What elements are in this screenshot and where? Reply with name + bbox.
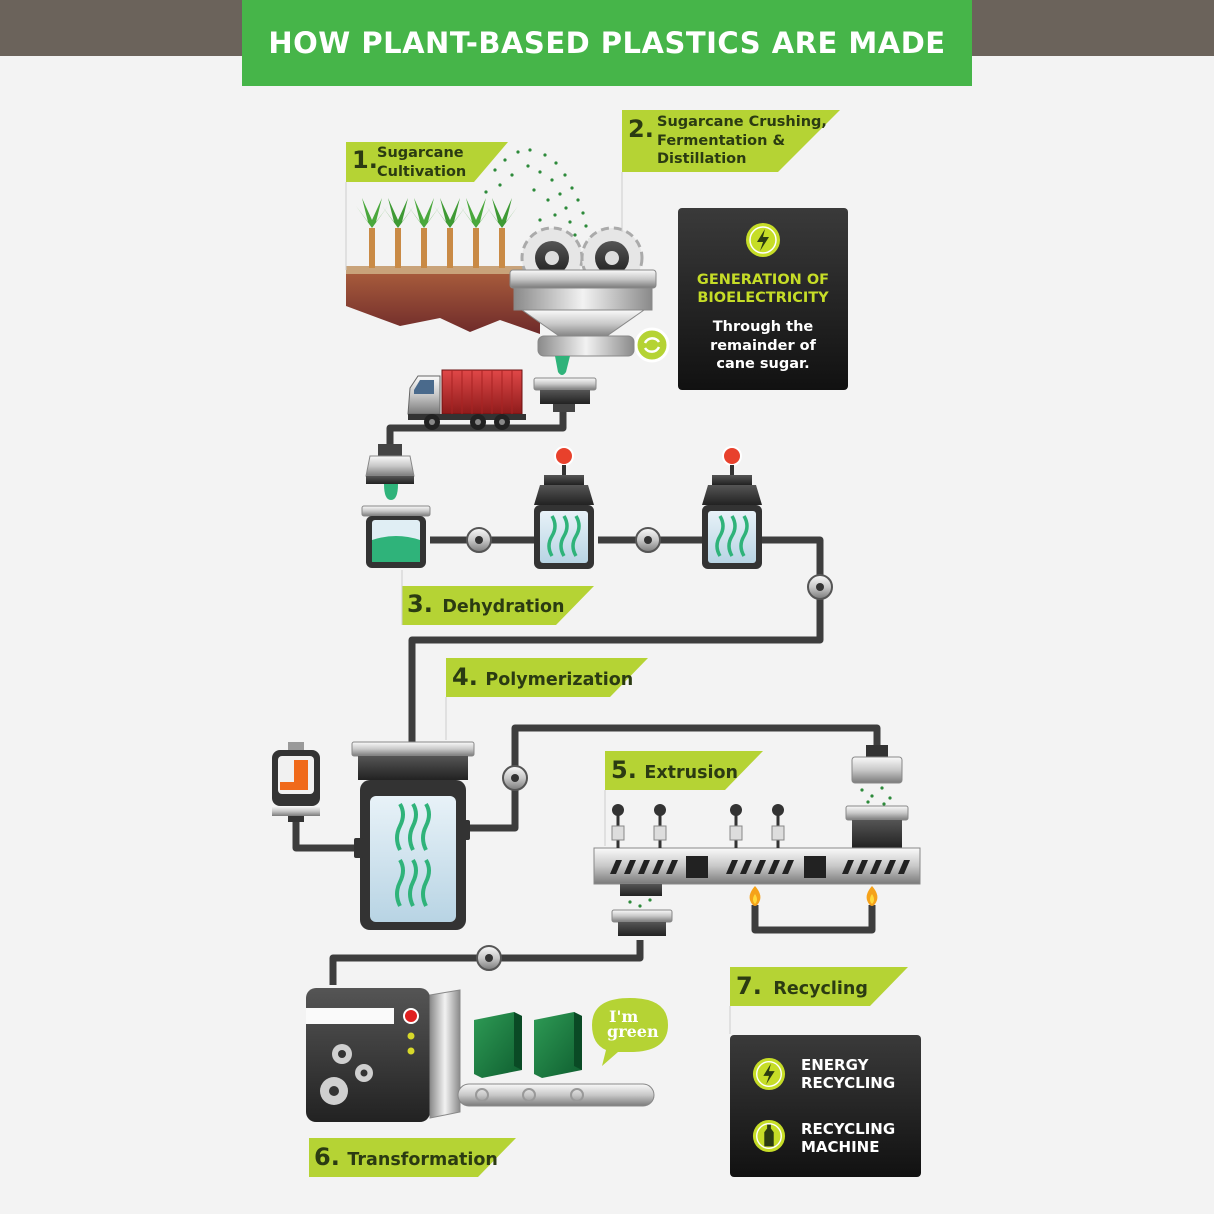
gear-icon <box>475 1088 584 1102</box>
thermometer-icon <box>554 446 574 475</box>
recycle-icon <box>634 327 670 363</box>
step-3-number: 3. <box>407 590 433 618</box>
bioelectricity-text-2: remainder of <box>710 337 816 354</box>
energy-recycling-line-2: RECYCLING <box>801 1074 896 1092</box>
step-6-label: 6. Transformation <box>314 1143 498 1171</box>
heater-probes <box>616 812 780 848</box>
lightning-icon <box>746 223 780 257</box>
extrusion-line <box>593 745 921 936</box>
step-1-number: 1. <box>352 146 378 174</box>
truck-illustration <box>407 369 526 430</box>
bubble-line-2: green <box>607 1022 659 1041</box>
bioelectricity-title-2: BIOELECTRICITY <box>697 290 829 306</box>
step-1-line-1: Sugarcane <box>377 145 464 161</box>
pipe-valves <box>466 527 833 971</box>
recycling-machine-item: RECYCLING MACHINE <box>801 1120 895 1156</box>
step-7-text: Recycling <box>773 979 868 999</box>
valve <box>635 527 661 553</box>
recycling-machine-line-2: MACHINE <box>801 1138 880 1156</box>
bottle-icon <box>752 1119 786 1153</box>
step-2-line-2: Fermentation & <box>657 132 786 149</box>
step-2-number: 2. <box>628 115 654 143</box>
valve <box>502 765 528 791</box>
dispenser-nozzle <box>365 444 415 500</box>
bubble-text: I'm green <box>607 1007 659 1041</box>
step-7-number: 7. <box>736 972 762 1000</box>
gear-icon <box>355 1064 373 1082</box>
recycling-panel: ENERGY RECYCLING RECYCLING MACHINE <box>730 1035 921 1177</box>
step-2-line-1: Sugarcane Crushing, <box>657 114 827 130</box>
steam-icon <box>395 802 431 907</box>
hopper <box>845 745 909 848</box>
step-7-label: 7. Recycling <box>736 972 868 1000</box>
step-4-number: 4. <box>452 663 478 691</box>
steam-icon <box>715 515 749 557</box>
step-3-label: 3. Dehydration <box>407 590 564 618</box>
step-1-line-2: Cultivation <box>377 163 467 180</box>
bioelectricity-panel: GENERATION OF BIOELECTRICITY Through the… <box>678 208 848 390</box>
collection-tank <box>361 505 431 568</box>
bioelectricity-text-3: cane sugar. <box>716 356 810 372</box>
flame-icon <box>749 886 761 906</box>
sugarcane-plants <box>356 198 518 268</box>
pipes <box>292 410 881 985</box>
energy-recycling-item: ENERGY RECYCLING <box>801 1056 895 1092</box>
valve <box>807 574 833 600</box>
gear-icon <box>332 1044 352 1064</box>
gauge-meter <box>272 742 320 822</box>
dehydration-tank <box>702 446 762 569</box>
step-4-text: Polymerization <box>485 670 634 690</box>
step-4-label: 4. Polymerization <box>452 663 633 691</box>
green-box <box>534 1012 582 1078</box>
recycling-machine-line-1: RECYCLING <box>801 1120 896 1138</box>
lightning-icon <box>752 1057 786 1091</box>
bubble-line-1: I'm <box>609 1007 639 1026</box>
energy-recycling-line-1: ENERGY <box>801 1056 869 1074</box>
gear-icon <box>320 1077 348 1105</box>
steam-icon <box>547 515 581 557</box>
thermometer-icon <box>722 446 742 475</box>
polymerization-reactor <box>351 741 475 930</box>
leader-lines <box>345 172 731 1034</box>
step-2-line-3: Distillation <box>657 151 747 167</box>
dehydration-tank <box>534 446 594 569</box>
cane-particles <box>484 148 592 242</box>
flame-icon <box>866 886 878 906</box>
page-title: HOW PLANT-BASED PLASTICS ARE MADE <box>268 26 946 60</box>
valve <box>466 527 492 553</box>
speech-bubble <box>592 998 668 1066</box>
step-5-text: Extrusion <box>644 763 738 783</box>
title-banner: HOW PLANT-BASED PLASTICS ARE MADE <box>242 0 972 86</box>
valve <box>476 945 502 971</box>
step-3-text: Dehydration <box>442 597 565 617</box>
step-5-label: 5. Extrusion <box>611 756 738 784</box>
crusher-machine <box>509 226 670 412</box>
step-5-number: 5. <box>611 756 637 784</box>
step-6-text: Transformation <box>347 1150 498 1170</box>
label-badges <box>309 110 908 1177</box>
sugarcane-field-illustration <box>346 148 592 334</box>
green-box <box>474 1012 522 1078</box>
extruder-screw <box>610 860 910 874</box>
molding-machine <box>306 988 655 1122</box>
step-6-number: 6. <box>314 1143 340 1171</box>
bioelectricity-title-1: GENERATION OF <box>696 272 830 288</box>
bioelectricity-text-1: Through the <box>712 319 814 335</box>
